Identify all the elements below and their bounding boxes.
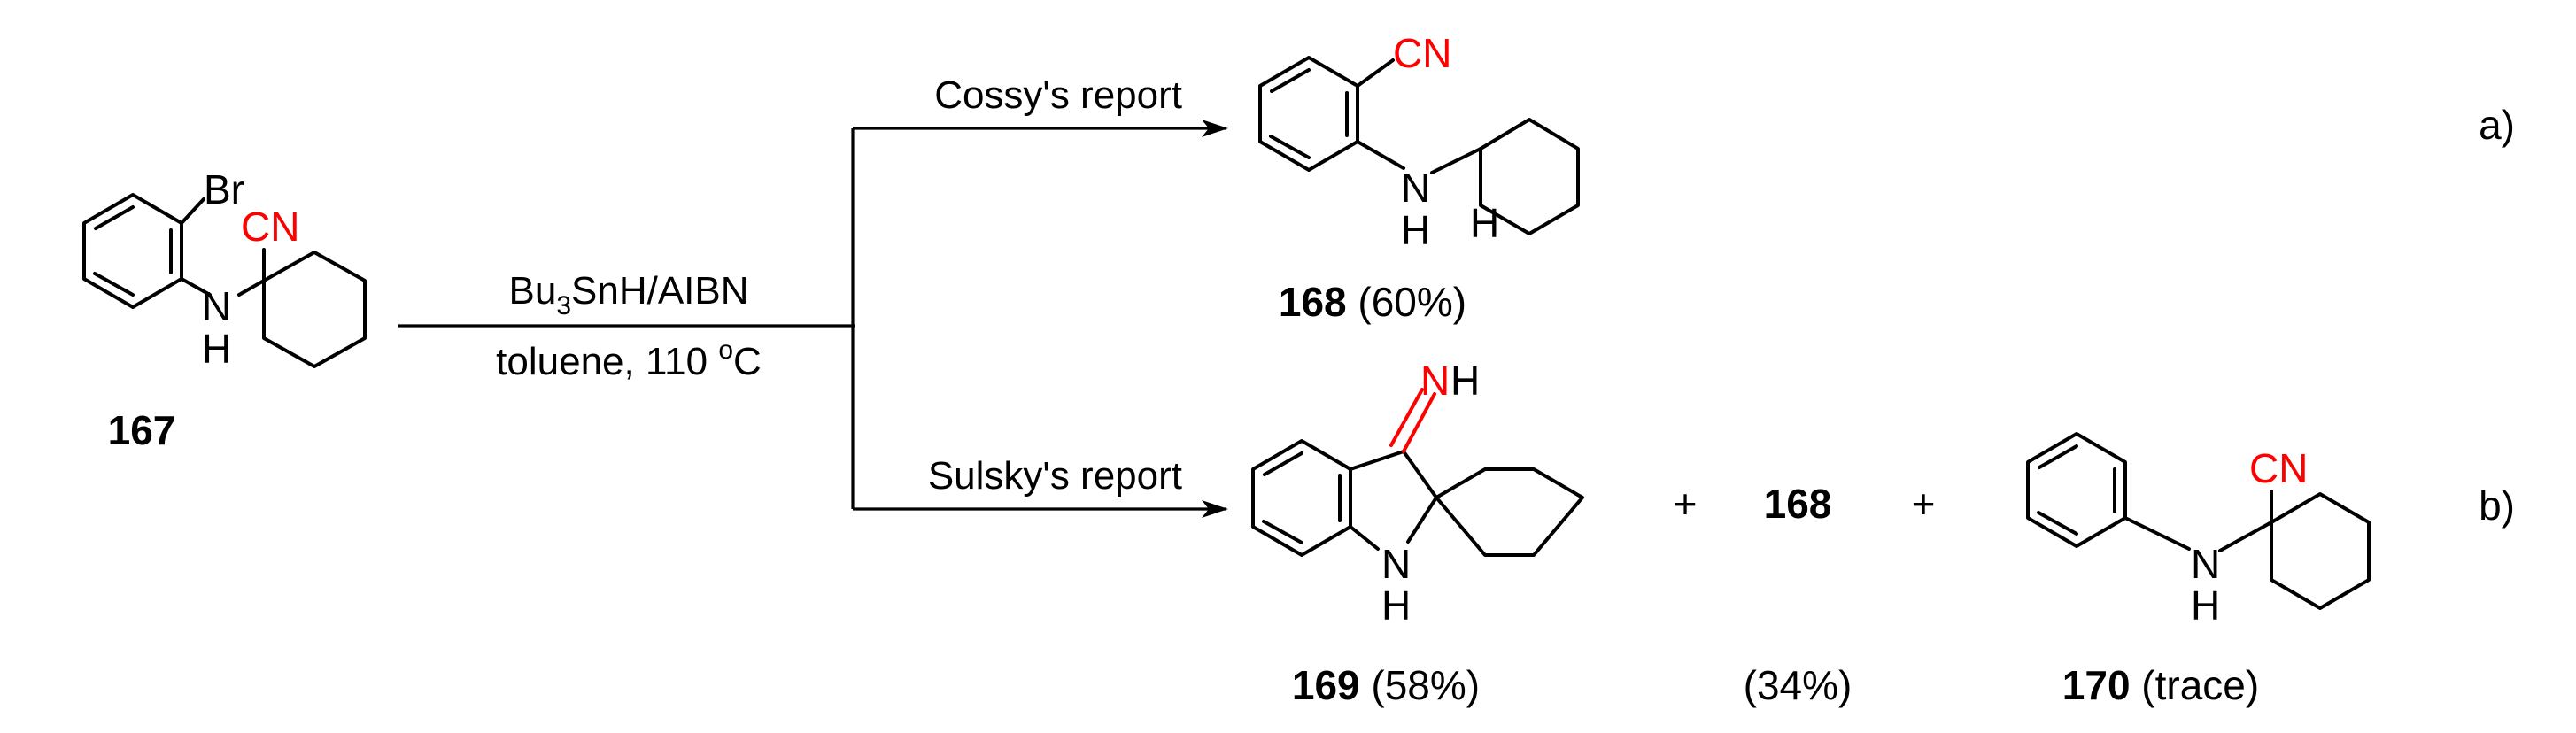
c-n-bond (180, 277, 212, 297)
nitrogen-atom: N (1401, 165, 1430, 211)
nitrile-group: CN (241, 204, 299, 250)
reactant-cyclohexane-ring (262, 251, 367, 368)
product-170-cyclohexane-ring (2270, 492, 2371, 610)
compound-label-170: 170 (trace) (2062, 662, 2259, 708)
solvent-temperature-label: toluene, 110 oC (496, 336, 762, 383)
reagent-label: Bu3SnH/AIBN (508, 269, 748, 320)
nh-hydrogen: H (1381, 583, 1411, 629)
product-169-cyclohexane-ring (1435, 467, 1584, 557)
reaction-arrows (398, 120, 1228, 518)
nitrogen-atom: N (1381, 541, 1411, 587)
c-br-bond (180, 197, 205, 225)
compound-label-168: 168 (60%) (1279, 279, 1466, 325)
nh-hydrogen: H (1401, 207, 1430, 253)
plus-sign-2: + (1912, 481, 1936, 527)
imine-hydrogen: H (1450, 358, 1480, 404)
imine-double-bond (1389, 388, 1436, 453)
n-c-bond (1430, 147, 1482, 174)
sulsky-report-label: Sulsky's report (928, 454, 1182, 498)
n-c-bond (237, 279, 266, 297)
nitrile-group: CN (2249, 445, 2308, 491)
product-168-cyclohexane-ring (1479, 118, 1580, 235)
byproduct-168-yield: (34%) (1744, 662, 1853, 708)
compound-number-168-byproduct: 168 (1764, 481, 1832, 527)
n-c-bond (2218, 521, 2273, 552)
nitrogen-atom: N (202, 283, 231, 329)
product-168: CN N H H 168 (60%) (1258, 30, 1580, 325)
plus-sign-1: + (1674, 481, 1698, 527)
product-170-benzene-ring (2026, 432, 2127, 548)
cossy-report-label: Cossy's report (934, 73, 1182, 117)
c-n-bond (2123, 516, 2191, 551)
route-tag-b: b) (2479, 482, 2515, 529)
nitrogen-atom: N (2191, 541, 2220, 587)
reactant-benzene-ring (82, 193, 183, 309)
bromine-atom: Br (204, 166, 244, 212)
compound-number-167: 167 (108, 407, 176, 453)
product-169: N H N H 169 (58%) (1251, 358, 1584, 708)
c-n-bond (1356, 140, 1405, 170)
route-tag-a: a) (2479, 102, 2515, 148)
nitrile-group: CN (1393, 30, 1451, 76)
nh-hydrogen: H (202, 326, 231, 372)
methine-hydrogen: H (1470, 200, 1499, 246)
product-169-pyrroline-ring (1349, 450, 1438, 551)
compound-label-169: 169 (58%) (1292, 662, 1480, 708)
imine-nitrogen: N (1420, 358, 1450, 404)
reactant-167: Br N H CN 167 (82, 166, 367, 453)
product-169-benzene-ring (1251, 439, 1352, 557)
product-170: N H CN 170 (trace) (2026, 432, 2371, 708)
product-168-benzene-ring (1258, 56, 1359, 172)
c-cn-bond (1356, 58, 1395, 88)
nh-hydrogen: H (2191, 583, 2220, 629)
